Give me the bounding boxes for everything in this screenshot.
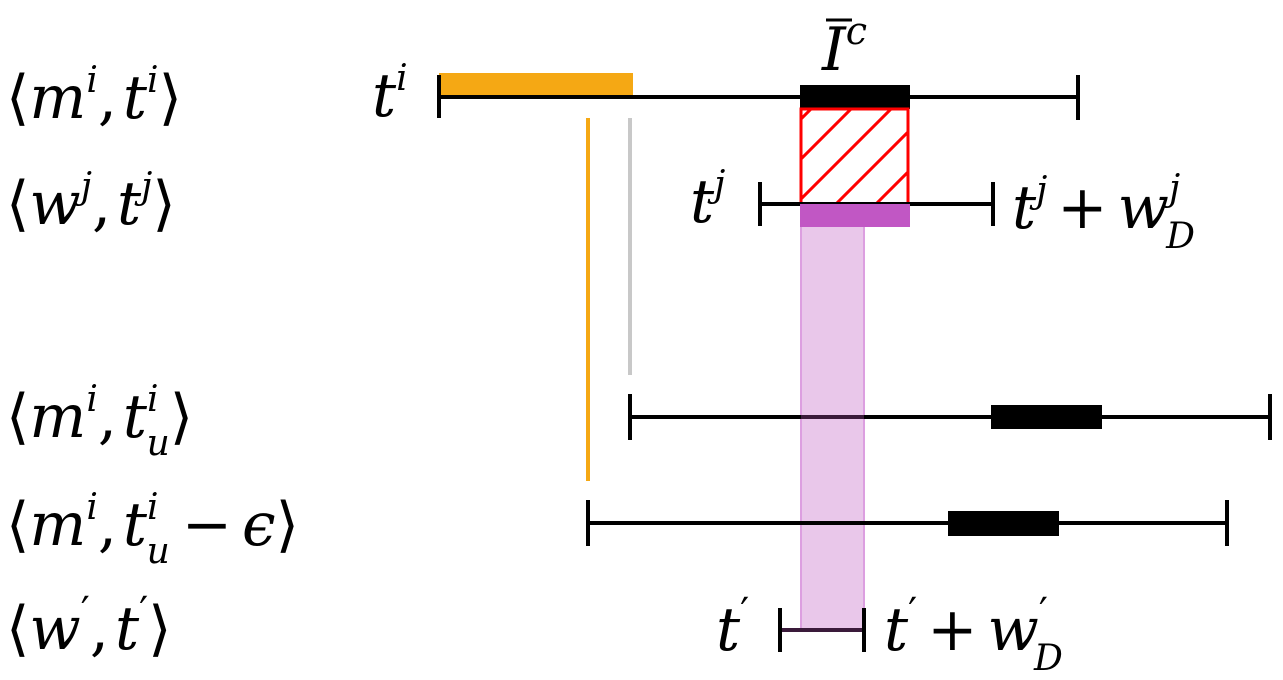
ic-label: Ic [821,9,867,85]
tp-label: t′ [716,590,749,665]
row4-black-bar [948,511,1059,536]
row1-orange-bar [439,73,633,96]
row2-label: ⟨wj,tj⟩ [6,166,176,239]
svg-text:Ic: Ic [821,9,867,85]
row1-black-bar [800,85,910,109]
tp-end-label: t′+w′D [884,590,1063,679]
row5-label: ⟨w′,t′⟩ [6,589,172,664]
overlap-column [800,226,865,632]
row3-black-bar [991,405,1102,429]
row2-purple-bar [800,204,910,227]
ti-label: ti [372,58,408,131]
row1-label: ⟨mi,ti⟩ [6,60,182,133]
hatched-box [799,107,910,206]
tj-label: tj [690,164,725,237]
